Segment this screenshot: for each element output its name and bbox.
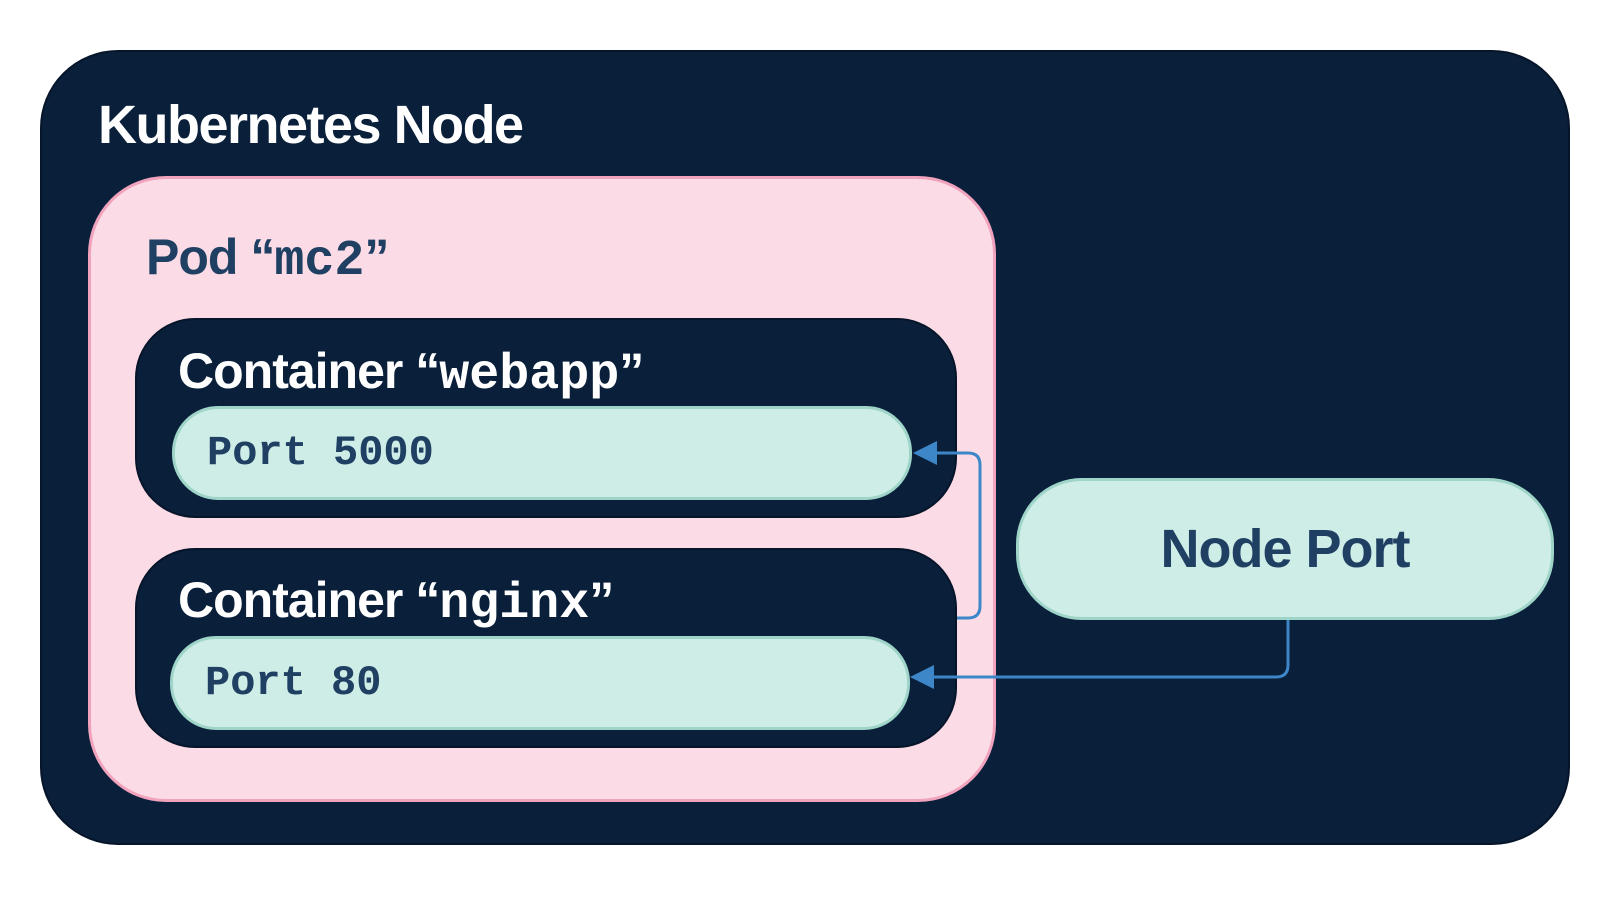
container-name: webapp <box>439 347 620 404</box>
node-port-label: Node Port <box>1160 519 1410 579</box>
container-title-suffix: ” <box>589 572 614 628</box>
container-title-prefix: Container “ <box>178 343 440 399</box>
container-webapp-title: Container “webapp” <box>178 343 644 404</box>
port-label: Port 5000 <box>207 429 434 477</box>
container-title-prefix: Container “ <box>178 572 440 628</box>
container-title-suffix: ” <box>619 343 644 399</box>
pod-name: mc2 <box>274 233 365 290</box>
port-80-box: Port 80 <box>170 636 910 730</box>
pod-title: Pod “mc2” <box>146 229 389 290</box>
port-label: Port 80 <box>205 659 382 707</box>
node-port-box: Node Port <box>1016 478 1554 620</box>
container-name: nginx <box>439 576 590 633</box>
port-5000-box: Port 5000 <box>172 406 912 500</box>
container-nginx-title: Container “nginx” <box>178 572 614 633</box>
node-title: Kubernetes Node <box>98 95 524 155</box>
pod-title-prefix: Pod “ <box>146 229 275 285</box>
pod-title-suffix: ” <box>364 229 389 285</box>
